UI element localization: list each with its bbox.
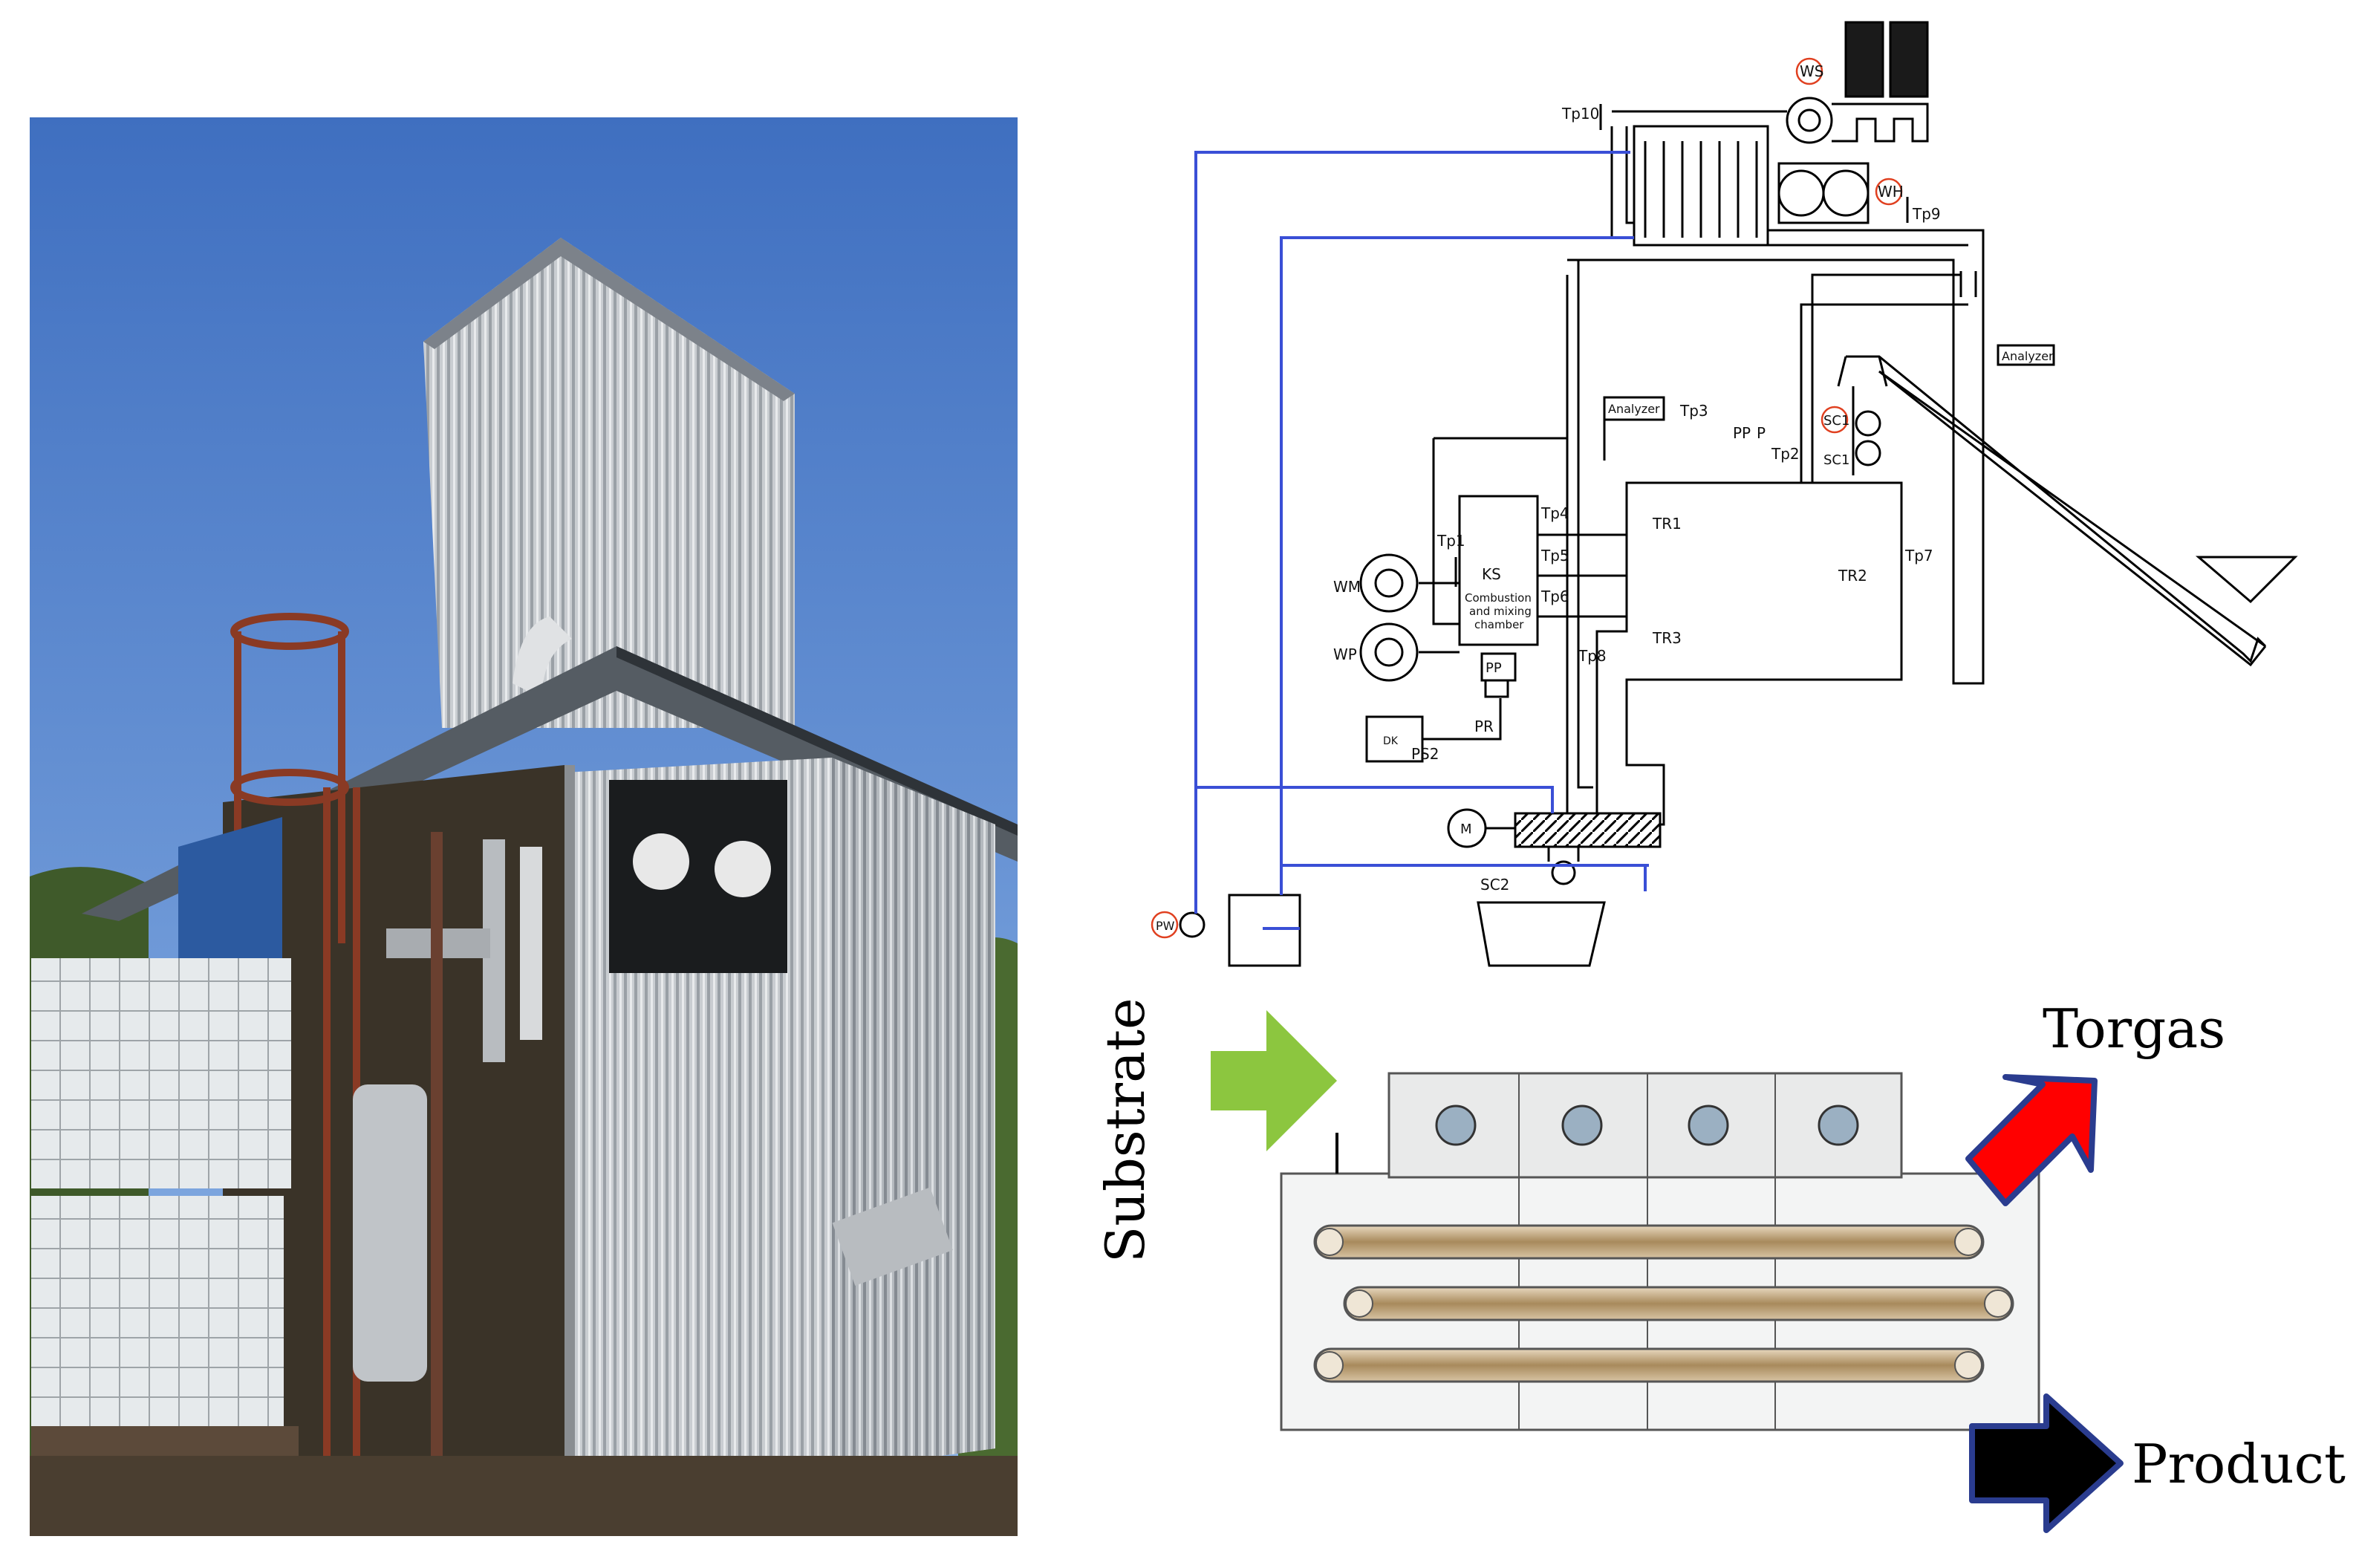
fan-icons xyxy=(1435,1105,1859,1146)
cylinder-tank xyxy=(353,1084,427,1382)
tarp xyxy=(178,817,282,973)
wm-fan-icon xyxy=(1359,553,1419,613)
label-pp-box: PP xyxy=(1486,660,1502,676)
label-analyzer-top: Analyzer xyxy=(2002,349,2054,363)
sc1-valve-top xyxy=(1855,410,1881,437)
label-ks-desc2: and mixing xyxy=(1469,605,1532,618)
tower-cap xyxy=(423,238,795,401)
roof-edge xyxy=(616,646,1018,836)
label-p: P xyxy=(1757,424,1766,442)
analyzer-box-mid xyxy=(1603,396,1665,421)
label-tr2: TR2 xyxy=(1838,567,1867,585)
label-tp1: Tp1 xyxy=(1436,532,1465,550)
label-analyzer-mid: Analyzer xyxy=(1608,402,1660,416)
label-tr3: TR3 xyxy=(1652,629,1682,647)
label-sc1a: SC1 xyxy=(1823,413,1849,429)
label-tp10: Tp10 xyxy=(1561,105,1599,123)
reactor xyxy=(1595,481,1903,826)
label-tp5: Tp5 xyxy=(1540,547,1569,565)
process-diagram: Substrate Torgas Product xyxy=(1094,998,2346,1533)
tube-3 xyxy=(1313,1347,1985,1383)
label-wm: WM xyxy=(1333,578,1361,596)
elbow-pipe xyxy=(513,617,572,698)
fan-icon xyxy=(1818,1105,1859,1146)
label-m: M xyxy=(1460,822,1472,837)
label-tp3: Tp3 xyxy=(1679,402,1708,420)
combustion-chamber xyxy=(1458,495,1539,646)
label-product: Product xyxy=(2132,1433,2346,1495)
screw-conveyor xyxy=(1514,812,1662,848)
water-tank xyxy=(1228,894,1301,967)
torgas-arrow xyxy=(1965,1074,2098,1206)
sc2-valve xyxy=(1551,860,1576,885)
roof xyxy=(82,646,1018,921)
label-tr1: TR1 xyxy=(1652,515,1682,533)
label-tp6: Tp6 xyxy=(1540,588,1569,605)
label-substrate: Substrate xyxy=(1094,998,1156,1263)
pw-marker xyxy=(1151,911,1179,939)
ground xyxy=(30,1456,1018,1536)
label-sc1b: SC1 xyxy=(1823,452,1849,468)
fan-icon xyxy=(1435,1105,1477,1146)
label-ps2: PS2 xyxy=(1411,745,1439,763)
tower xyxy=(423,238,795,728)
tube-1 xyxy=(1313,1224,1985,1260)
label-pp: PP xyxy=(1733,424,1751,442)
ws-fan-icon xyxy=(1786,97,1833,144)
fan-icon xyxy=(1561,1105,1603,1146)
label-wh: WH xyxy=(1878,183,1904,201)
label-ws: WS xyxy=(1800,62,1823,80)
ibc-tank-upper xyxy=(31,958,291,1188)
fan-right-icon xyxy=(715,841,771,897)
wh-marker xyxy=(1875,178,1903,206)
tube-2 xyxy=(1343,1286,2014,1321)
sc1-marker xyxy=(1821,406,1849,434)
fan-left-icon xyxy=(633,833,689,890)
solar-panel-icon xyxy=(1844,21,1929,98)
label-sc2: SC2 xyxy=(1480,876,1509,894)
label-torgas: Torgas xyxy=(2043,998,2225,1060)
building-side xyxy=(832,758,995,1471)
label-ks: KS xyxy=(1482,565,1501,583)
wp-fan-icon xyxy=(1359,622,1419,682)
heat-exchanger xyxy=(1633,125,1769,247)
label-tp4: Tp4 xyxy=(1540,504,1569,522)
label-pr: PR xyxy=(1474,718,1494,735)
label-ks-desc1: Combustion xyxy=(1465,591,1532,605)
wh-fan-icon xyxy=(1777,169,1825,217)
label-dk: DK xyxy=(1383,735,1399,747)
analyzer-box-top xyxy=(1997,344,2055,366)
plant-photo xyxy=(30,117,1018,1536)
ws-marker xyxy=(1795,57,1823,85)
label-ks-desc3: chamber xyxy=(1474,618,1524,631)
process-schematic xyxy=(1151,21,2298,967)
label-tp2: Tp2 xyxy=(1771,445,1800,463)
label-pw: PW xyxy=(1156,919,1175,933)
sc1-valve-bottom xyxy=(1855,440,1881,466)
label-tp7: Tp7 xyxy=(1904,547,1933,565)
label-tp9: Tp9 xyxy=(1912,205,1941,223)
hopper xyxy=(2195,556,2298,604)
label-tp8: Tp8 xyxy=(1578,647,1607,665)
product-arrow xyxy=(1969,1393,2124,1533)
water-lines xyxy=(1194,151,1649,930)
label-wp: WP xyxy=(1333,645,1357,663)
ibc-tank-lower xyxy=(31,1196,284,1426)
substrate-arrow xyxy=(1211,1010,1337,1151)
fan-icon xyxy=(1688,1105,1729,1146)
pw-pump-icon xyxy=(1179,911,1205,938)
product-bin xyxy=(1477,901,1606,967)
